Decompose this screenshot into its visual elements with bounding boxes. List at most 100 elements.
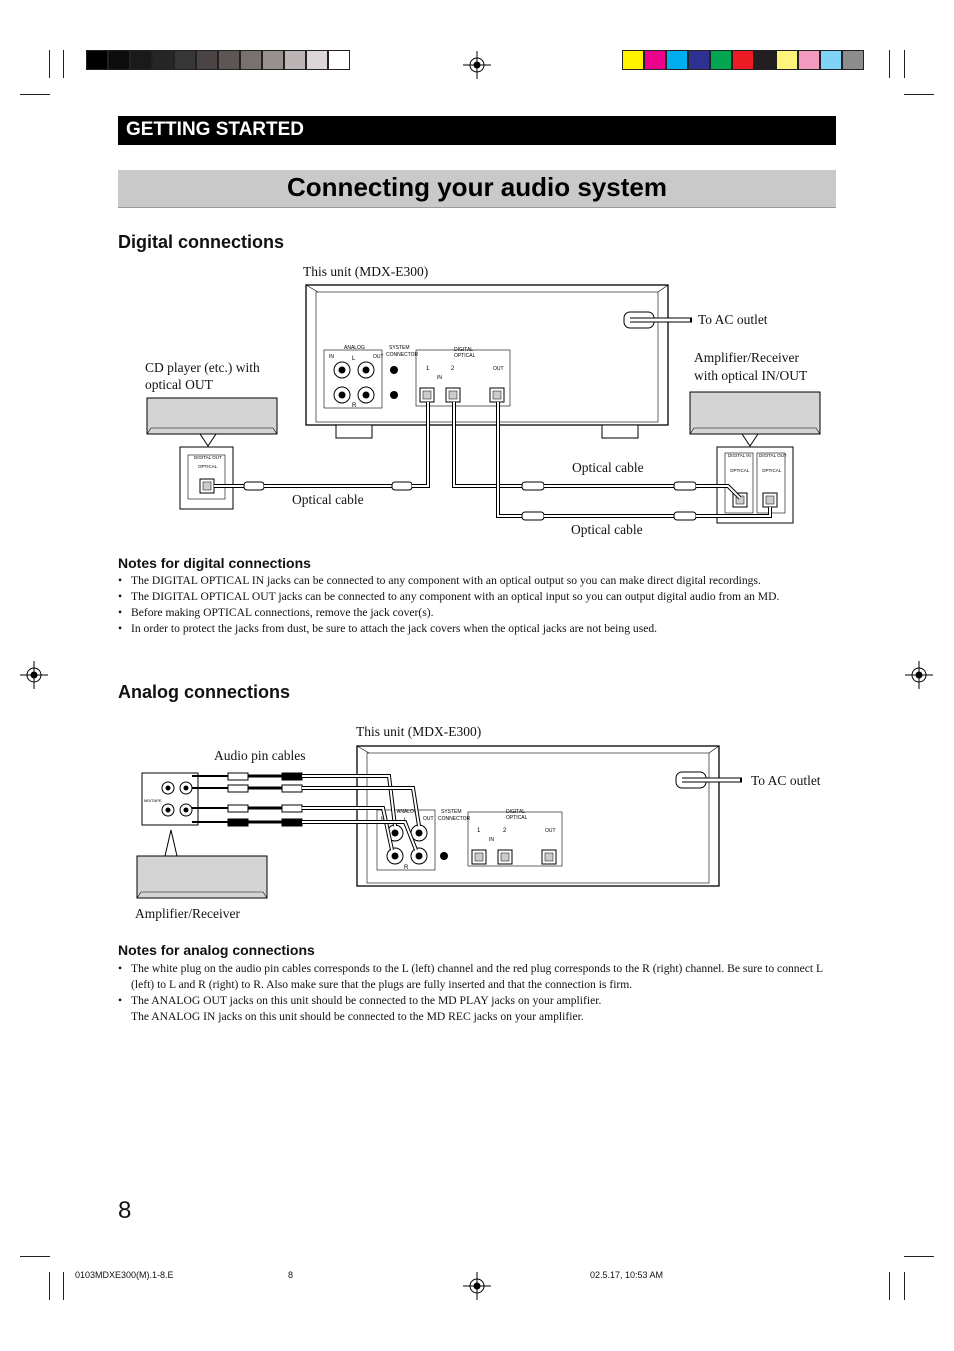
registration-mark-bottom — [463, 1272, 491, 1300]
cd-player: DIGITAL OUT OPTICAL — [146, 397, 278, 510]
cd-optical-label: OPTICAL — [198, 464, 218, 469]
amp-label-line2: with optical IN/OUT — [694, 368, 808, 383]
amplifier-receiver: DIGITAL IN DIGITAL OUT OPTICAL OPTICAL — [689, 391, 821, 524]
digital-note: The DIGITAL OPTICAL OUT jacks can be con… — [118, 589, 838, 605]
gray-swatch — [240, 50, 262, 70]
digital-connection-diagram: ANALOG IN OUT L R SYSTEM CONNECTOR DIGIT… — [146, 284, 821, 524]
color-swatch — [842, 50, 864, 70]
analog-note: The ANALOG OUT jacks on this unit should… — [118, 993, 838, 1025]
color-swatch — [666, 50, 688, 70]
gray-swatch — [328, 50, 350, 70]
footer-timestamp: 02.5.17, 10:53 AM — [590, 1270, 664, 1280]
color-calibration-bar — [622, 50, 864, 70]
analog-connection-diagram: ANALOG IN OUT L R SYSTEM CONNECTOR DIGIT… — [136, 745, 742, 899]
digital-notes-list: The DIGITAL OPTICAL IN jacks can be conn… — [118, 573, 838, 637]
unit-jack-2-label: 2 — [451, 366, 455, 372]
audio-pin-cables-label: Audio pin cables — [214, 748, 306, 763]
section-header-text: GETTING STARTED — [126, 119, 305, 140]
optical-cable-label-3: Optical cable — [571, 522, 643, 537]
footer-page: 8 — [288, 1270, 294, 1280]
optical-cable-unit-out-to-amp-in — [452, 402, 742, 500]
color-swatch — [622, 50, 644, 70]
gray-calibration-bar — [86, 50, 350, 70]
amp-label-line1: Amplifier/Receiver — [694, 350, 799, 365]
unit-system-label: SYSTEM — [389, 345, 410, 351]
analog-unit-label: This unit (MDX-E300) — [356, 724, 482, 739]
digital-note: The DIGITAL OPTICAL IN jacks can be conn… — [118, 573, 838, 589]
unit-in-label: IN — [329, 354, 334, 360]
analog-unit-optical-label: OPTICAL — [506, 815, 528, 821]
analog-amp-label: Amplifier/Receiver — [135, 906, 240, 921]
audio-pin-cables — [192, 772, 421, 851]
unit-out-label: OUT — [373, 354, 384, 360]
analog-unit-jack-1-label: 1 — [477, 828, 481, 834]
gray-swatch — [262, 50, 284, 70]
analog-notes-heading: Notes for analog connections — [118, 942, 315, 958]
unit-jack-1-label: 1 — [426, 366, 430, 372]
gray-swatch — [218, 50, 240, 70]
analog-unit-rear-panel: ANALOG IN OUT L R SYSTEM CONNECTOR DIGIT… — [356, 745, 742, 887]
analog-unit-digital-in-label: IN — [489, 837, 494, 843]
amp-digital-in-label: DIGITAL IN — [728, 453, 751, 458]
amp-optical-in-label: OPTICAL — [730, 468, 750, 473]
cd-digital-out-label: DIGITAL OUT — [194, 455, 222, 460]
analog-unit-jack-2-label: 2 — [503, 828, 507, 834]
optical-cable-amp-out-to-unit — [496, 402, 772, 521]
unit-connector-label: CONNECTOR — [386, 352, 419, 358]
page-title-box: Connecting your audio system — [118, 170, 836, 208]
unit-r-label: R — [352, 403, 357, 409]
color-swatch — [688, 50, 710, 70]
gray-swatch — [130, 50, 152, 70]
analog-notes-list: The white plug on the audio pin cables c… — [118, 961, 838, 1025]
analog-amplifier: MD/TAPE — [136, 772, 268, 899]
unit-optical-label: OPTICAL — [454, 353, 476, 359]
registration-mark-top — [463, 51, 491, 79]
digital-note: In order to protect the jacks from dust,… — [118, 621, 838, 637]
gray-swatch — [174, 50, 196, 70]
color-swatch — [754, 50, 776, 70]
analog-unit-digital-label: DIGITAL — [506, 809, 525, 815]
unit-l-label: L — [352, 356, 356, 362]
optical-cable-label-2: Optical cable — [572, 460, 644, 475]
md-tape-label: MD/TAPE — [144, 798, 162, 803]
color-swatch — [732, 50, 754, 70]
cd-player-label-line2: optical OUT — [145, 377, 213, 392]
unit-rear-panel: ANALOG IN OUT L R SYSTEM CONNECTOR DIGIT… — [305, 284, 692, 439]
footer-file-name: 0103MDXE300(M).1-8.E — [75, 1270, 174, 1280]
color-swatch — [820, 50, 842, 70]
color-swatch — [798, 50, 820, 70]
digital-heading: Digital connections — [118, 232, 285, 252]
gray-swatch — [108, 50, 130, 70]
analog-unit-digital-out-label: OUT — [545, 828, 556, 834]
analog-note: The white plug on the audio pin cables c… — [118, 961, 838, 993]
analog-unit-analog-label: ANALOG — [397, 809, 418, 815]
unit-digital-out-label: OUT — [493, 366, 504, 372]
gray-swatch — [152, 50, 174, 70]
unit-digital-in-label: IN — [437, 375, 442, 381]
color-swatch — [776, 50, 798, 70]
registration-mark-right — [905, 661, 933, 689]
unit-digital-label: DIGITAL — [454, 347, 473, 353]
digital-unit-label: This unit (MDX-E300) — [303, 264, 429, 279]
gray-swatch — [284, 50, 306, 70]
analog-ac-outlet-label: To AC outlet — [751, 773, 821, 788]
registration-mark-left — [20, 661, 48, 689]
digital-ac-outlet-label: To AC outlet — [698, 312, 768, 327]
optical-cable-cd-to-unit — [214, 402, 430, 491]
digital-notes-heading: Notes for digital connections — [118, 555, 311, 571]
digital-note: Before making OPTICAL connections, remov… — [118, 605, 838, 621]
amp-optical-out-label: OPTICAL — [762, 468, 782, 473]
unit-analog-label: ANALOG — [344, 345, 365, 351]
color-swatch — [710, 50, 732, 70]
analog-heading: Analog connections — [118, 682, 291, 702]
optical-cable-label-1: Optical cable — [292, 492, 364, 507]
page-title: Connecting your audio system — [287, 172, 667, 202]
analog-unit-r-label: R — [404, 865, 409, 871]
analog-unit-connector-label: CONNECTOR — [438, 816, 471, 822]
analog-unit-system-label: SYSTEM — [441, 809, 462, 815]
gray-swatch — [196, 50, 218, 70]
page-number: 8 — [118, 1197, 132, 1224]
gray-swatch — [86, 50, 108, 70]
cd-player-label-line1: CD player (etc.) with — [145, 360, 260, 375]
gray-swatch — [306, 50, 328, 70]
